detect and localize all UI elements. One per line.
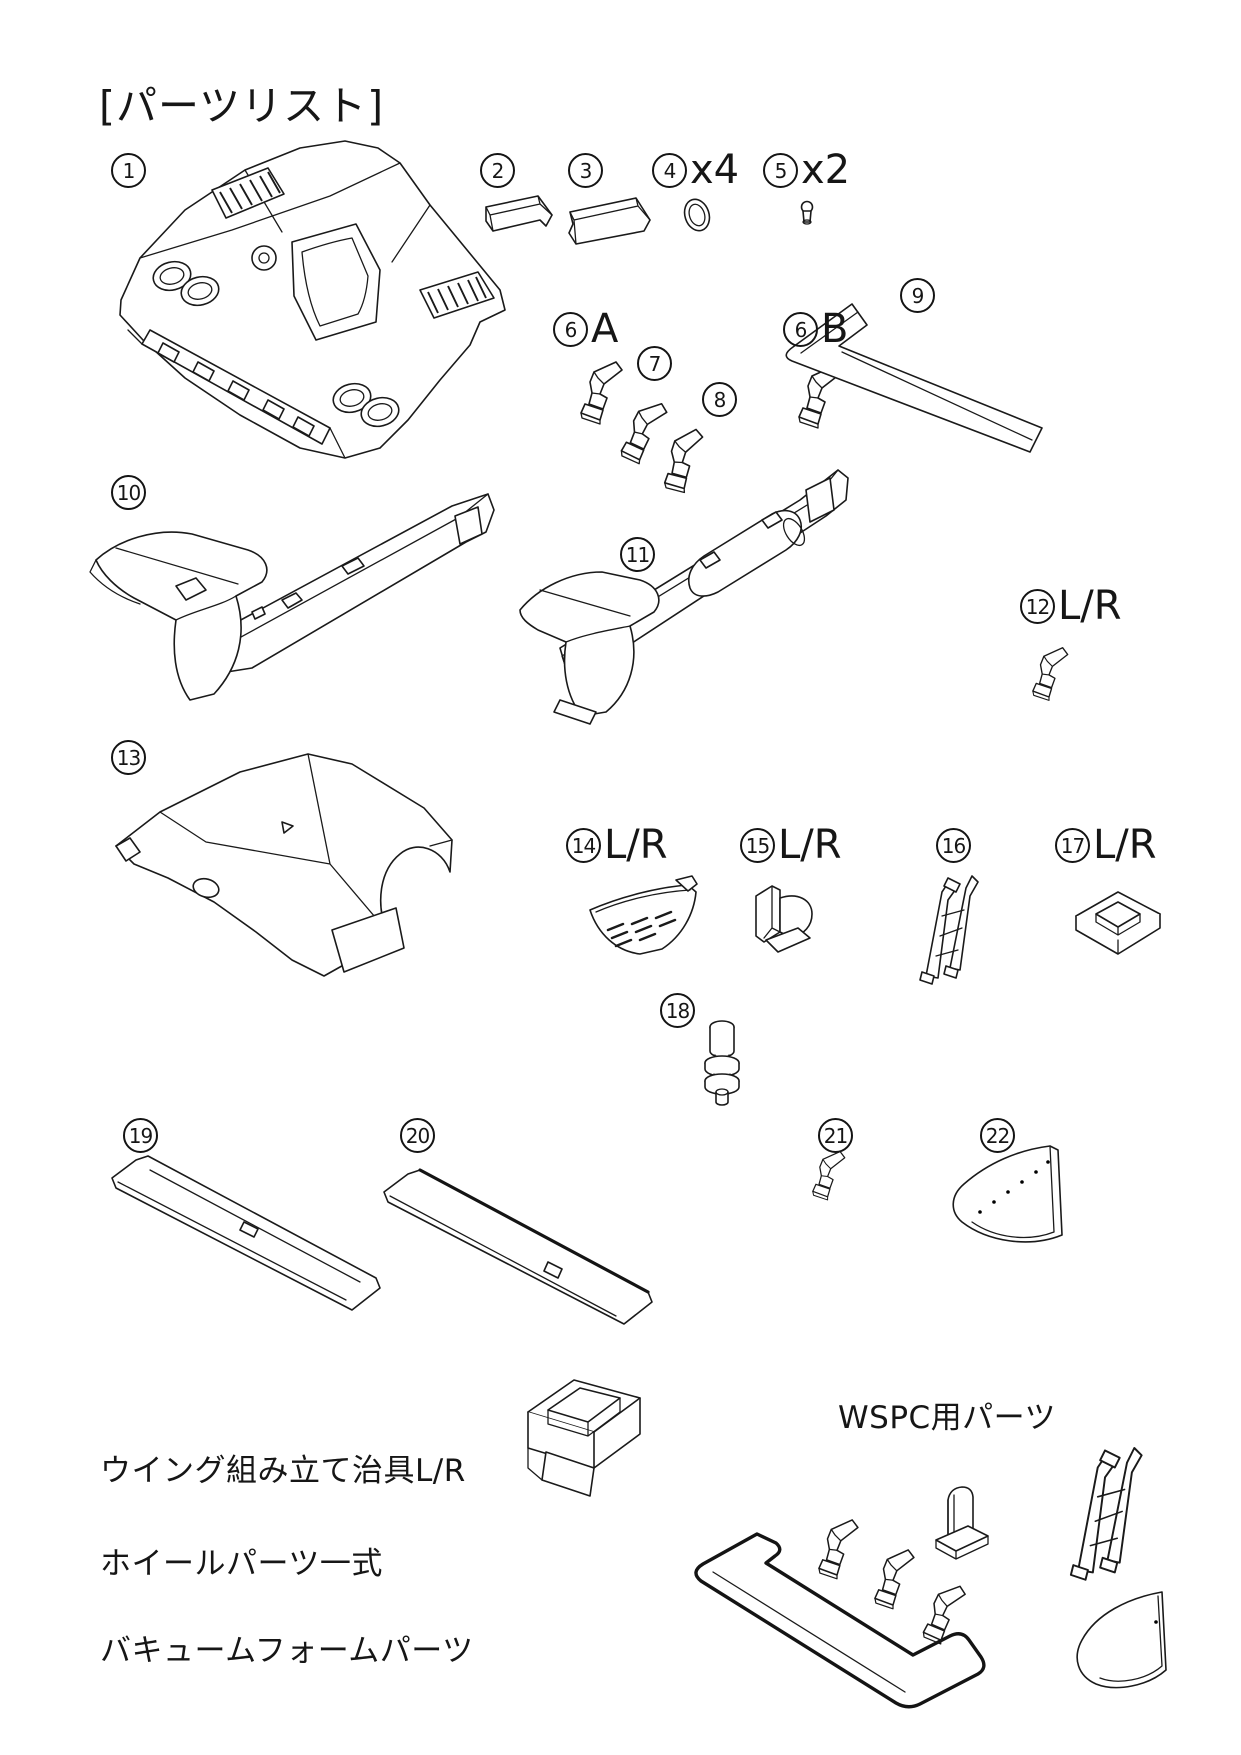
part-label-19: 19 <box>123 1118 161 1153</box>
part-18-drawing <box>704 1020 740 1106</box>
part-label-2: 2 <box>480 153 518 188</box>
part-8-drawing <box>660 428 708 495</box>
wspc-stand-drawing <box>935 1486 989 1560</box>
part-1-drawing <box>119 140 506 459</box>
wspc-section-header: WSPC用パーツ <box>838 1400 1057 1436</box>
part-number-badge: 8 <box>702 382 737 417</box>
part-label-7: 7 <box>637 346 675 381</box>
part-number-badge: 6 <box>783 312 818 347</box>
part-suffix: L/R <box>1093 822 1157 868</box>
part-number-badge: 11 <box>620 537 655 572</box>
part-11-drawing <box>519 469 849 725</box>
note-vacuum-form: バキュームフォームパーツ <box>100 1633 474 1669</box>
wspc-window-drawing <box>1076 1591 1167 1689</box>
note-wing-jig: ウイング組み立て治具L/R <box>100 1453 466 1489</box>
part-21-drawing <box>812 1150 846 1201</box>
part-number-badge: 7 <box>637 346 672 381</box>
part-suffix: x4 <box>690 147 740 193</box>
note-wheel-parts: ホイールパーツ一式 <box>100 1546 383 1582</box>
part-number-badge: 17 <box>1055 828 1090 863</box>
part-label-18: 18 <box>660 993 698 1028</box>
part-number-badge: 16 <box>936 828 971 863</box>
part-15-drawing <box>755 885 813 953</box>
part-label-13: 13 <box>111 740 149 775</box>
part-number-badge: 14 <box>566 828 601 863</box>
part-14-drawing <box>589 875 698 955</box>
part-label-21: 21 <box>818 1118 856 1153</box>
part-22-drawing <box>952 1145 1063 1243</box>
part-label-20: 20 <box>400 1118 438 1153</box>
part-suffix: A <box>591 306 619 352</box>
part-7-drawing <box>619 399 669 467</box>
part-10-drawing <box>89 493 495 701</box>
part-label-11: 11 <box>620 537 658 572</box>
wspc-clip-1-drawing <box>818 1519 859 1580</box>
part-suffix: B <box>821 306 849 352</box>
part-label-10: 10 <box>111 475 149 510</box>
part-number-badge: 13 <box>111 740 146 775</box>
wing-jig-drawing <box>527 1379 641 1497</box>
part-suffix: L/R <box>604 822 668 868</box>
part-number-badge: 22 <box>980 1118 1015 1153</box>
part-5-drawing <box>800 200 814 225</box>
part-label-3: 3 <box>568 153 606 188</box>
page-title: [パーツリスト] <box>99 82 385 130</box>
part-label-22: 22 <box>980 1118 1018 1153</box>
part-16-drawing <box>919 875 979 985</box>
part-number-badge: 3 <box>568 153 603 188</box>
part-9-drawing <box>785 303 1043 453</box>
part-number-badge: 15 <box>740 828 775 863</box>
part-4-drawing <box>683 198 711 232</box>
part-number-badge: 19 <box>123 1118 158 1153</box>
part-number-badge: 2 <box>480 153 515 188</box>
part-6a-drawing <box>580 361 623 425</box>
part-13-drawing <box>115 753 453 977</box>
wspc-tray-drawing <box>694 1532 986 1709</box>
part-number-badge: 5 <box>763 153 798 188</box>
part-20-drawing <box>383 1168 653 1325</box>
part-suffix: L/R <box>1058 583 1122 629</box>
part-label-1: 1 <box>111 153 149 188</box>
wspc-clip-2-drawing <box>874 1549 915 1610</box>
part-17-drawing <box>1075 891 1161 955</box>
part-12-drawing <box>1032 647 1069 702</box>
part-label-8: 8 <box>702 382 740 417</box>
part-number-badge: 6 <box>553 312 588 347</box>
part-number-badge: 9 <box>900 278 935 313</box>
part-19-drawing <box>111 1155 381 1311</box>
part-label-9: 9 <box>900 278 938 313</box>
part-number-badge: 10 <box>111 475 146 510</box>
part-number-badge: 21 <box>818 1118 853 1153</box>
part-2-drawing <box>485 195 553 232</box>
part-number-badge: 4 <box>652 153 687 188</box>
part-suffix: L/R <box>778 822 842 868</box>
part-number-badge: 18 <box>660 993 695 1028</box>
part-label-16: 16 <box>936 828 974 863</box>
part-number-badge: 20 <box>400 1118 435 1153</box>
wspc-truss-drawing <box>1069 1447 1143 1581</box>
part-number-badge: 1 <box>111 153 146 188</box>
part-3-drawing <box>568 197 651 245</box>
part-suffix: x2 <box>801 147 851 193</box>
part-number-badge: 12 <box>1020 589 1055 624</box>
